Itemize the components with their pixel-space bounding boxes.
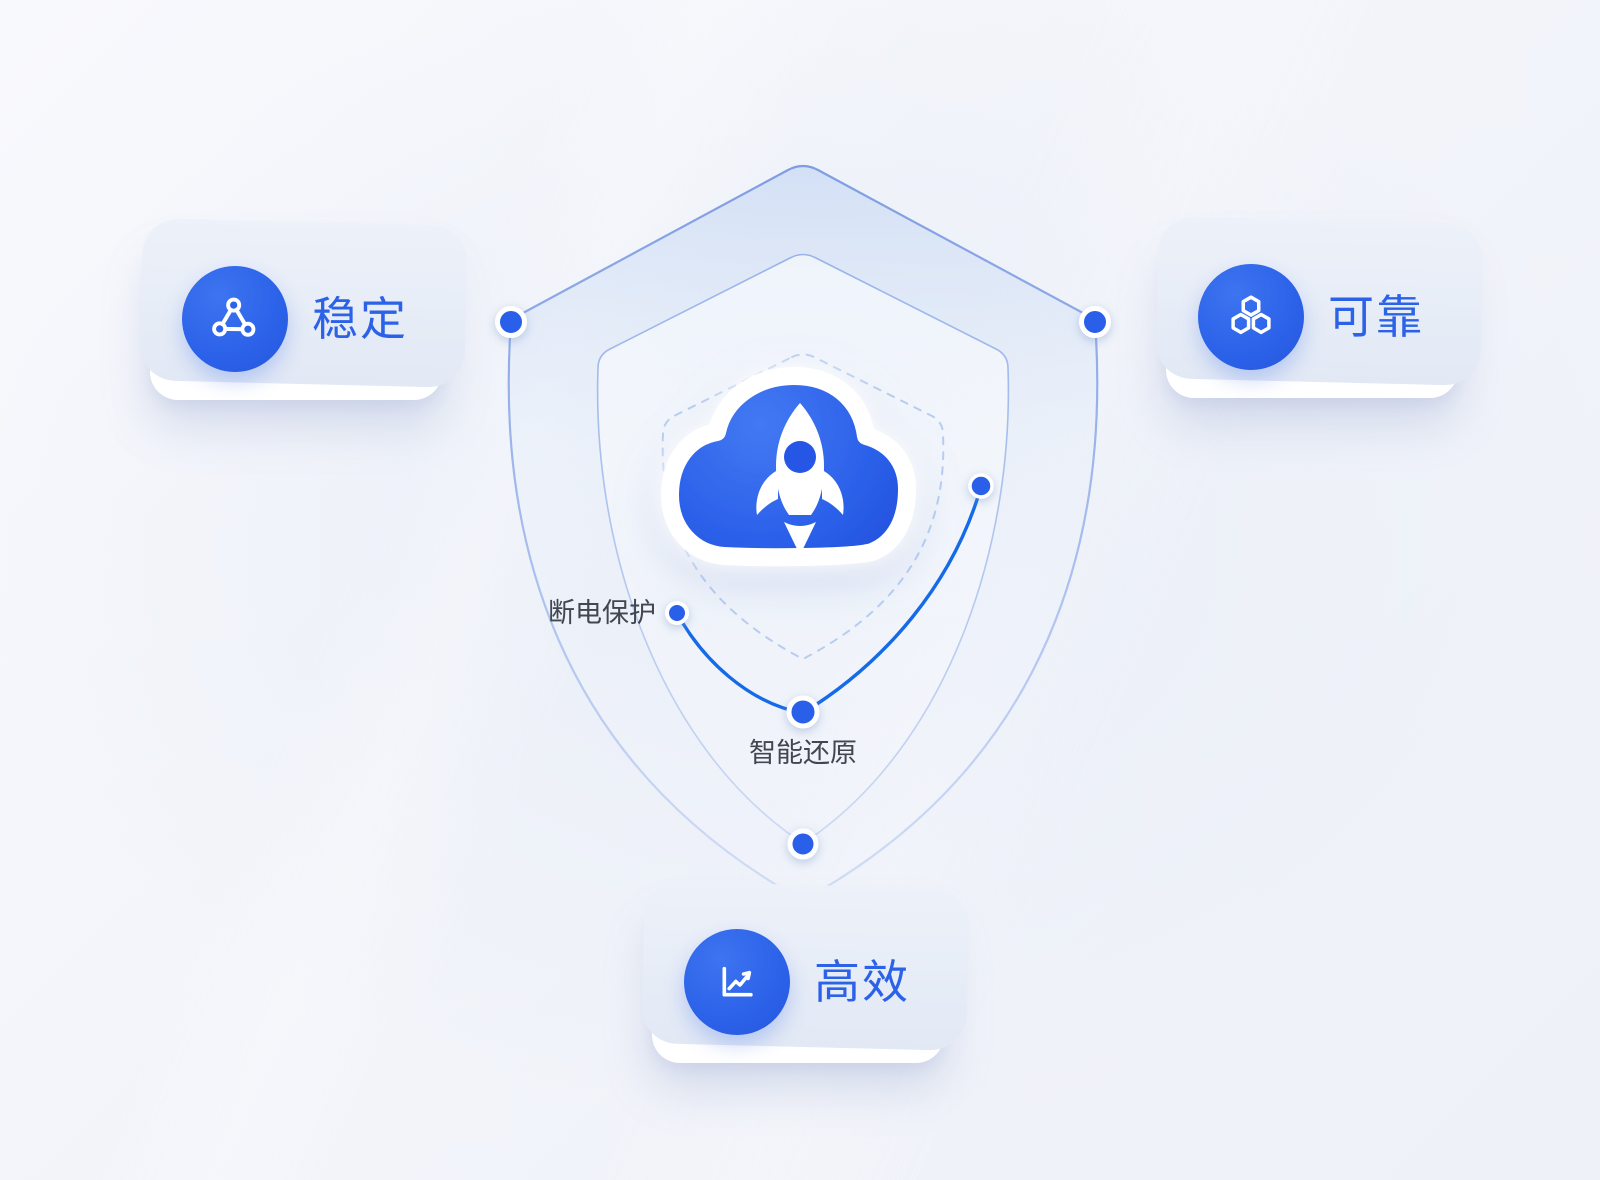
rocket-window (784, 441, 816, 473)
efficient-card-label: 高效 (814, 956, 910, 1008)
label-smart-restore: 智能还原 (749, 738, 857, 768)
shield-node-dot-left (495, 306, 527, 338)
reliable-card-label: 可靠 (1328, 291, 1424, 343)
stable-card-label: 稳定 (312, 293, 408, 345)
cloud-rocket-icon (661, 367, 916, 567)
hexagon-cluster-icon (1231, 295, 1271, 335)
dashed-shield-outline (661, 353, 945, 661)
efficient-icon-circle (684, 929, 790, 1035)
shield-node-dot-right (1079, 306, 1111, 338)
triangle-network-icon (212, 297, 256, 337)
line-chart-icon (722, 966, 753, 997)
feature-card-efficient: 高效 (652, 901, 944, 1063)
curve-end-dot (968, 473, 994, 499)
reliable-icon-circle (1198, 264, 1304, 370)
feature-card-reliable: 可靠 (1166, 236, 1458, 398)
shield-node-dot-bottom (787, 828, 819, 860)
label-power-protection: 断电保护 (548, 598, 656, 628)
stable-icon-circle (182, 266, 288, 372)
feature-card-stable: 稳定 (150, 238, 442, 400)
power-protection-dot (665, 601, 689, 625)
smart-restore-dot (786, 695, 820, 729)
